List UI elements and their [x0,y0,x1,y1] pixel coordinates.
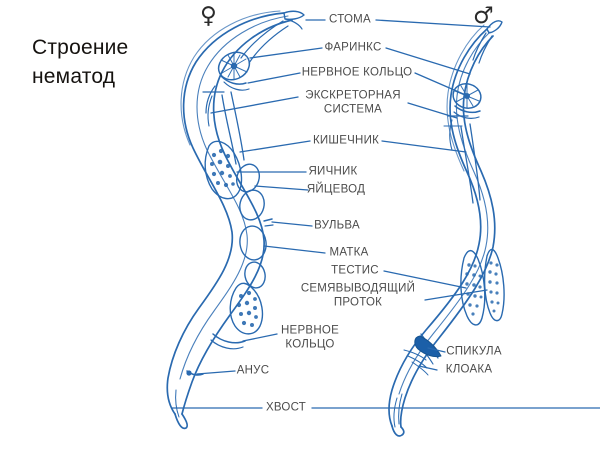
leader-spicule [427,347,446,353]
label-nerve-ring: НЕРВНОЕ КОЛЬЦО [301,66,413,79]
label-stoma: СТОМА [329,13,371,26]
leader-intestine-right [381,140,467,153]
label-pharynx: ФАРИНКС [324,41,382,54]
leader-cloaca [418,365,438,371]
label-anus: АНУС [236,364,270,377]
label-vas-deferens: СЕМЯВЫВОДЯЩИЙ ПРОТОК [300,282,416,309]
female-sex-symbol: ♀ [200,3,217,29]
label-ovary: ЯИЧНИК [308,165,358,178]
male-sex-symbol: ♂ [473,3,494,29]
label-cloaca: КЛОАКА [445,363,493,376]
leader-testis [383,270,467,289]
label-tail: ХВОСТ [265,401,307,414]
leader-stoma-right [375,19,491,28]
leader-nerve-ring-left [247,72,301,84]
label-intestine: КИШЕЧНИК [312,134,380,147]
leader-pharynx-left [249,47,323,59]
diagram-title: Строение нематод [32,36,129,88]
label-vulva: ВУЛЬВА [314,219,360,232]
label-uterus: МАТКА [329,246,369,259]
leader-anus [196,370,236,375]
label-oviduct: ЯЙЦЕВОД [306,183,366,196]
female-nematode [166,10,305,430]
leader-nerve-ring-right [414,72,469,97]
leader-pharynx-right [385,47,471,75]
leader-vulva [271,221,313,227]
leader-uterus [263,245,326,254]
leader-excretory-left [210,96,299,114]
leader-lines [171,19,600,409]
label-spicule: СПИКУЛА [446,345,502,358]
leader-nerve-ring-2 [242,333,278,342]
label-nerve-ring-posterior: НЕРВНОЕ КОЛЬЦО [281,324,339,351]
leader-vas-deferens [424,289,488,301]
label-testis: ТЕСТИС [331,264,379,277]
label-excretory-system: ЭКСКРЕТОРНАЯ СИСТЕМА [305,89,401,116]
leader-excretory-right [407,102,458,119]
leader-oviduct [254,185,309,191]
leader-intestine-left [239,140,311,153]
